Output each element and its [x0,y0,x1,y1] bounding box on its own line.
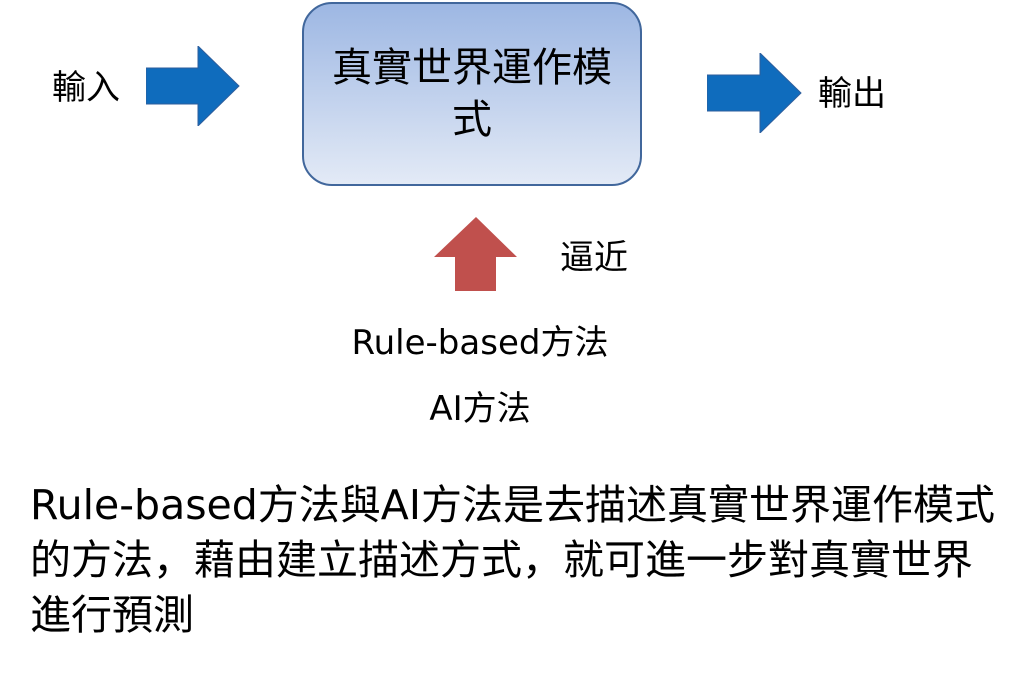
output-label: 輸出 [818,74,886,114]
real-world-model-box: 真實世界運作模式 [302,2,642,186]
box-text: 真實世界運作模式 [332,45,612,143]
method-ai: AI方法 [429,389,531,429]
input-arrow-icon [146,46,240,126]
method-rule-based: Rule-based方法 [351,323,609,363]
approach-label: 逼近 [560,238,628,278]
output-arrow-icon [707,53,802,133]
input-label: 輸入 [52,68,120,108]
approach-arrow-icon [434,217,517,291]
description-paragraph: Rule-based方法與AI方法是去描述真實世界運作模式的方法，藉由建立描述方… [30,481,995,639]
